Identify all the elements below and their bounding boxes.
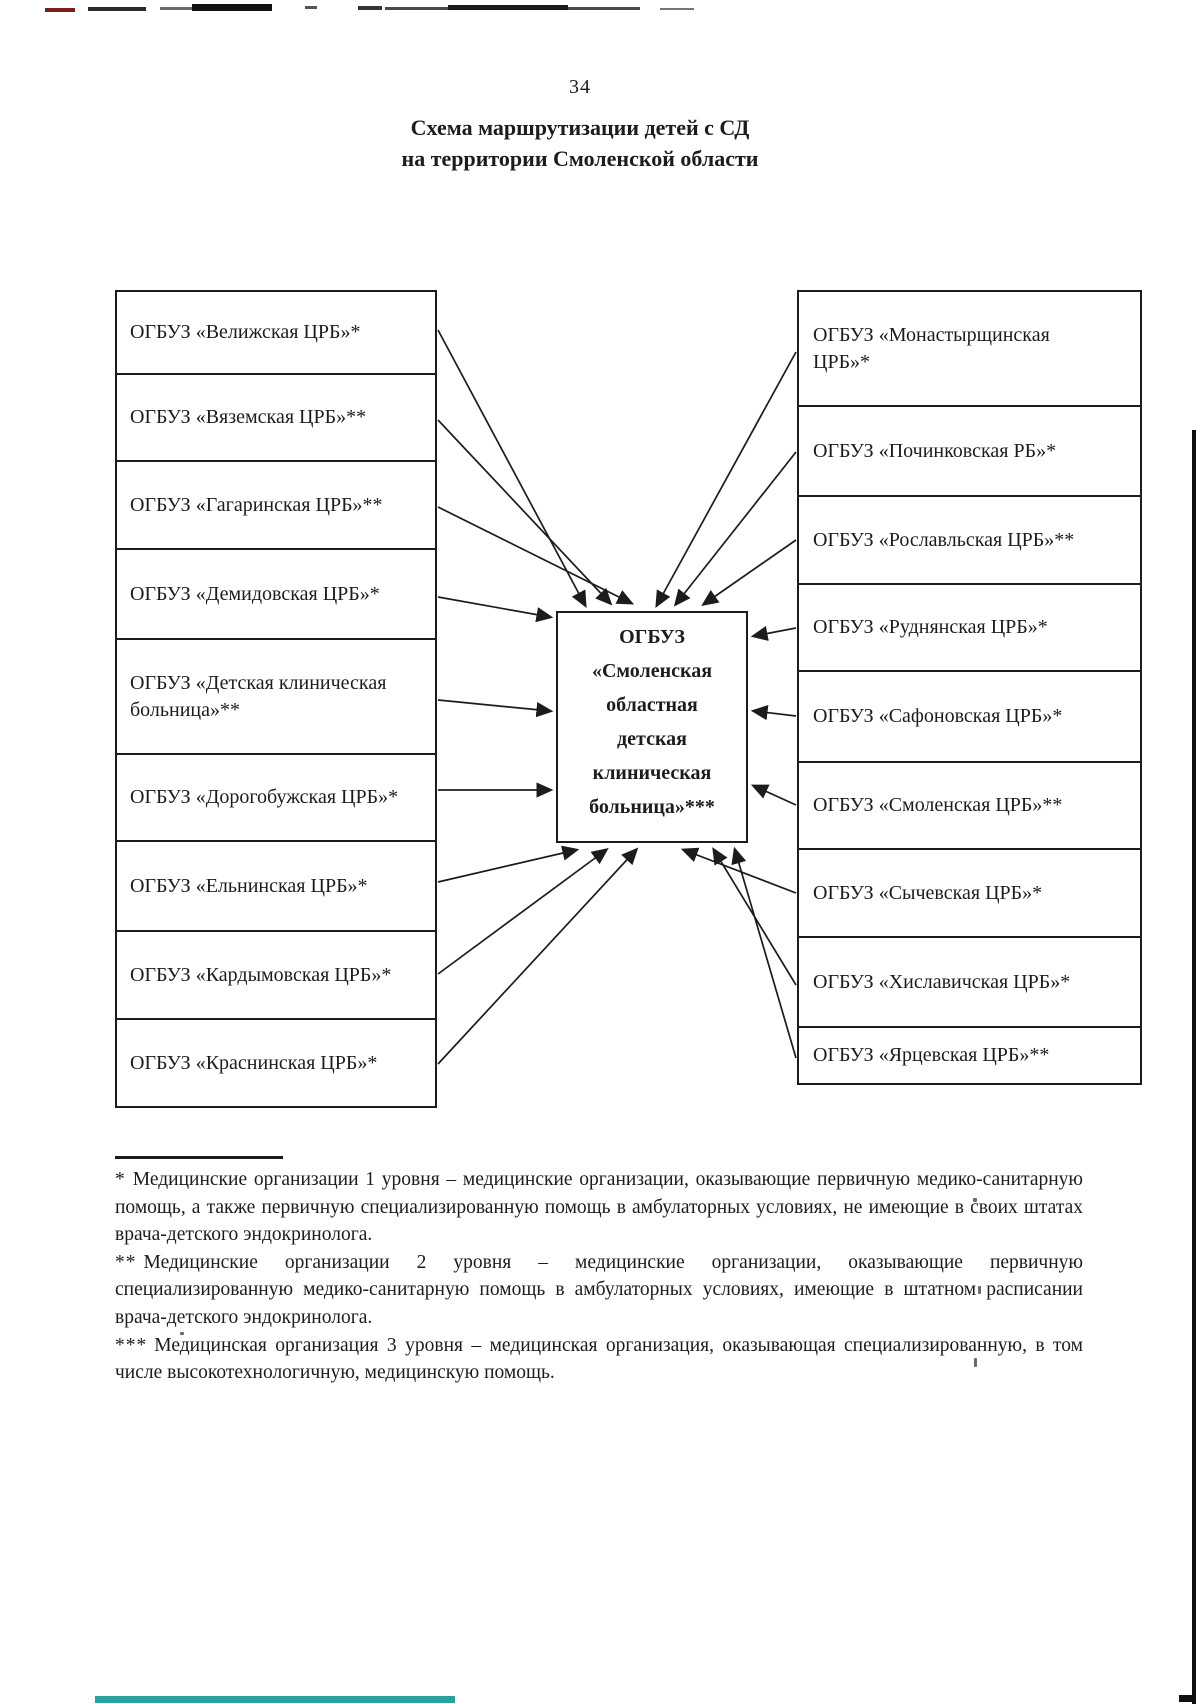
footnote-level-1: *Медицинские организации 1 уровня – меди… [115, 1166, 1083, 1249]
org-box-gagarinskaya: ОГБУЗ «Гагаринская ЦРБ»** [115, 460, 437, 550]
arrow [437, 847, 639, 1065]
footnote-marker: *** [115, 1334, 148, 1356]
arrow [750, 705, 797, 721]
scan-dash-artifact [192, 4, 272, 11]
arrow [712, 847, 797, 986]
scan-teal-strip-artifact [95, 1696, 455, 1703]
arrow [437, 506, 635, 605]
scan-dash-artifact [45, 8, 75, 12]
footnote-text: Медицинские организации 2 уровня – медиц… [115, 1251, 1083, 1328]
footnote-separator-rule [115, 1156, 283, 1159]
arrow [655, 351, 797, 608]
footnote-text: Медицинские организации 1 уровня – медиц… [115, 1169, 1083, 1246]
org-box-pochinkovskaya: ОГБУЗ «Починковская РБ»* [797, 405, 1142, 497]
footnote-level-3: ***Медицинская организация 3 уровня – ме… [115, 1332, 1083, 1387]
org-box-smolenskaya-crb: ОГБУЗ «Смоленская ЦРБ»** [797, 761, 1142, 850]
arrow [437, 329, 587, 608]
scan-speck [973, 1198, 977, 1202]
org-box-sychevskaya: ОГБУЗ «Сычевская ЦРБ»* [797, 848, 1142, 938]
arrow [701, 539, 797, 606]
center-box-label: ОГБУЗ «Смоленская областная детская клин… [589, 626, 715, 818]
arrow [750, 784, 797, 806]
org-box-demidovskaya: ОГБУЗ «Демидовская ЦРБ»* [115, 548, 437, 640]
scan-dash-artifact [88, 7, 146, 11]
scan-mark-artifact [1179, 1695, 1193, 1702]
arrow [750, 625, 797, 641]
footnote-level-2: **Медицинские организации 2 уровня – мед… [115, 1249, 1083, 1332]
scan-dash-artifact [160, 7, 204, 10]
arrow [437, 419, 613, 606]
scan-speck [978, 1286, 981, 1294]
scan-dash-artifact [660, 8, 694, 10]
org-box-roslavlskaya: ОГБУЗ «Рославльская ЦРБ»** [797, 495, 1142, 585]
arrow [731, 846, 797, 1059]
org-box-safonovskaya: ОГБУЗ «Сафоновская ЦРБ»* [797, 670, 1142, 763]
org-box-monastyrshchinskaya: ОГБУЗ «Монастырщинская ЦРБ»* [797, 290, 1142, 407]
footnote-text: Медицинская организация 3 уровня – медиц… [115, 1334, 1083, 1384]
org-box-detskaya-klinicheskaya: ОГБУЗ «Детская клиническая больница»** [115, 638, 437, 755]
scan-speck [974, 1358, 977, 1367]
arrow [437, 847, 609, 975]
scan-dash-artifact [305, 6, 317, 9]
footnotes: *Медицинские организации 1 уровня – меди… [115, 1166, 1083, 1387]
scan-dash-artifact [358, 6, 382, 10]
org-box-yartsevskaya: ОГБУЗ «Ярцевская ЦРБ»** [797, 1026, 1142, 1085]
page-number: 34 [569, 76, 591, 98]
page-title-line1: Схема маршрутизации детей с СД [410, 115, 750, 140]
arrow [437, 596, 554, 623]
org-box-kardymovskaya: ОГБУЗ «Кардымовская ЦРБ»* [115, 930, 437, 1020]
arrow [437, 699, 554, 718]
org-box-elninskaya: ОГБУЗ «Ельнинская ЦРБ»* [115, 840, 437, 932]
scan-line-artifact [1192, 430, 1196, 1704]
org-box-velizhskaya: ОГБУЗ «Велижская ЦРБ»* [115, 290, 437, 375]
footnote-marker: * [115, 1169, 126, 1190]
scan-dash-artifact [448, 5, 568, 10]
org-box-vyazemskaya: ОГБУЗ «Вяземская ЦРБ»** [115, 373, 437, 462]
org-box-krasninskaya: ОГБУЗ «Краснинская ЦРБ»* [115, 1018, 437, 1108]
org-box-dorogobuzhskaya: ОГБУЗ «Дорогобужская ЦРБ»* [115, 753, 437, 842]
arrow [673, 451, 797, 607]
org-box-khislavichskaya: ОГБУЗ «Хиславичская ЦРБ»* [797, 936, 1142, 1028]
page-title-line2: на территории Смоленской области [401, 146, 759, 171]
org-box-rudnyanskaya: ОГБУЗ «Руднянская ЦРБ»* [797, 583, 1142, 672]
org-box-center-regional-childrens-hospital: ОГБУЗ «Смоленская областная детская клин… [556, 611, 748, 843]
page-title: Схема маршрутизации детей с СД на террит… [0, 112, 1160, 174]
arrow [437, 845, 580, 883]
scan-speck [180, 1332, 184, 1335]
arrow [680, 847, 797, 894]
footnote-marker: ** [115, 1251, 137, 1273]
